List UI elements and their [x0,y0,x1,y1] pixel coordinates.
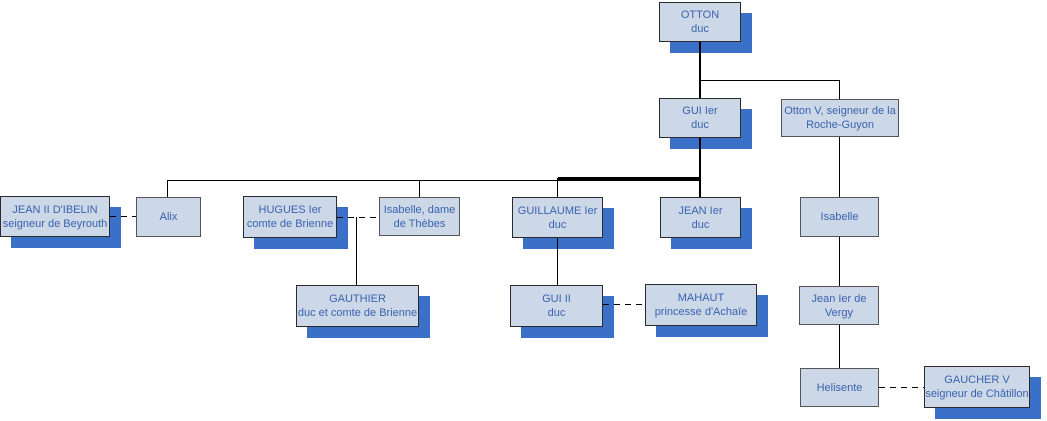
person-node-gui-ii[interactable]: GUI II duc [510,285,603,327]
person-label-line: comte de Brienne [246,218,334,230]
person-label-line: GUILLAUME Ier [517,204,598,217]
person-label-line: duc [691,119,709,131]
person-node-mahaut[interactable]: MAHAUT princesse d'Achaïe [645,284,757,326]
person-label-line: Vergy [824,306,854,319]
person-label-line: GUI II [542,293,571,305]
descent-line [699,42,701,98]
person-node-gaucher-v[interactable]: GAUCHER V seigneur de Châtillon [924,366,1030,408]
person-label-line: seigneur de Châtillon [925,388,1029,400]
marriage-dashed-line [879,387,924,388]
person-label-line: duc et comte de Brienne [297,307,418,319]
person-label-line: duc [691,23,709,35]
descent-line [167,180,701,181]
marriage-dashed-line [337,217,379,218]
person-label-line: MAHAUT [677,292,725,304]
person-label-line: HUGUES Ier [258,204,322,216]
person-node-alix[interactable]: Alix [136,197,201,237]
person-label-line: princesse d'Achaïe [654,306,748,318]
descent-line [839,325,840,368]
person-label-line: Isabelle, dame [383,203,456,216]
person-label-line: Isabelle [820,211,859,223]
person-node-isabelle[interactable]: Isabelle [800,197,879,237]
person-node-otton[interactable]: OTTON duc [659,2,741,42]
descent-line [167,180,168,197]
descent-line [356,217,357,285]
person-label-line: de Thèbes [393,217,446,230]
person-label-line: duc [548,218,567,231]
person-label-line: duc [691,218,710,231]
descent-line [839,237,840,286]
descent-line [839,137,840,197]
descent-line [558,177,701,180]
person-node-hugues-ier[interactable]: HUGUES Ier comte de Brienne [243,196,337,238]
person-label-line: GAUTHIER [329,293,386,305]
descent-line [699,138,701,197]
person-label-line: Roche-Guyon [806,119,874,131]
person-node-gauthier[interactable]: GAUTHIER duc et comte de Brienne [296,285,419,327]
descent-line [700,80,840,81]
person-label-line: Jean Ier de [811,292,867,305]
person-label-line: JEAN Ier [678,204,723,217]
person-label-line: Otton V, seigneur de la [784,105,896,117]
person-node-helisente[interactable]: Helisente [800,368,879,407]
person-label-line: Helisente [816,381,863,394]
person-node-otton-v[interactable]: Otton V, seigneur de la Roche-Guyon [781,99,899,137]
person-label-line: Alix [159,211,178,223]
person-node-gui-ier[interactable]: GUI Ier duc [659,98,741,138]
descent-line [557,238,558,285]
person-label-line: GAUCHER V [944,374,1010,386]
person-label-line: GUI Ier [682,105,718,117]
person-label-line: duc [547,307,566,319]
person-label-line: OTTON [680,9,720,21]
descent-line [419,180,420,197]
marriage-dashed-line [603,304,645,305]
person-label-line: JEAN II D'IBELIN [12,203,98,216]
marriage-dashed-line [110,216,136,217]
descent-line [557,178,558,197]
descent-line [839,80,840,99]
person-label-line: seigneur de Beyrouth [2,217,108,230]
